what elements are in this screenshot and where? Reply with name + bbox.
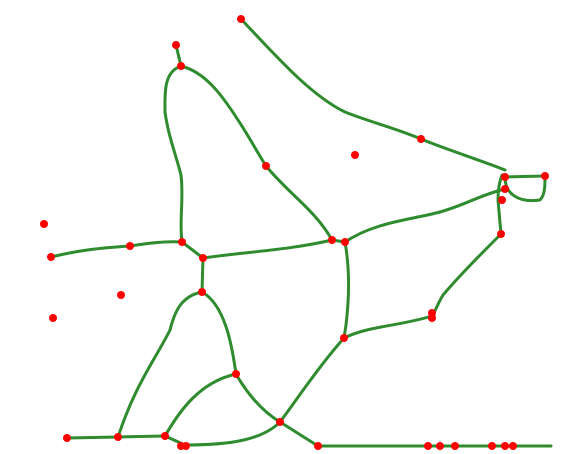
node-point <box>178 238 186 246</box>
node-point <box>126 242 134 250</box>
road-edge <box>200 256 205 294</box>
road-edge <box>342 314 434 340</box>
node-point <box>276 418 284 426</box>
road-edge <box>116 434 167 439</box>
edge-layer <box>49 17 553 448</box>
node-point <box>232 370 240 378</box>
node-point <box>351 151 359 159</box>
node-point <box>498 196 506 204</box>
road-edge <box>201 238 334 260</box>
road-edge <box>503 174 547 203</box>
road-edge <box>234 372 282 424</box>
node-point <box>63 434 71 442</box>
road-edge <box>179 64 334 242</box>
road-edge <box>49 240 184 259</box>
node-point <box>114 433 122 441</box>
node-point <box>328 236 336 244</box>
road-edge <box>163 372 238 438</box>
node-point <box>198 288 206 296</box>
node-point <box>424 442 432 450</box>
node-point <box>199 254 207 262</box>
road-edge <box>342 240 350 340</box>
node-point <box>451 442 459 450</box>
node-point <box>49 314 57 322</box>
node-point <box>117 291 125 299</box>
node-point <box>501 442 509 450</box>
road-edge <box>278 336 346 424</box>
node-point <box>497 230 505 238</box>
node-point <box>509 442 517 450</box>
road-edge <box>116 290 204 439</box>
road-edge <box>430 232 503 318</box>
road-edge <box>278 420 320 448</box>
node-point <box>341 238 349 246</box>
road-edge <box>239 17 507 172</box>
node-point <box>237 15 245 23</box>
node-point <box>172 41 180 49</box>
node-point <box>314 442 322 450</box>
road-edge <box>343 187 507 244</box>
node-point <box>501 185 509 193</box>
node-point <box>501 173 509 181</box>
road-edge <box>496 173 504 236</box>
road-edge <box>180 240 205 260</box>
node-layer <box>40 15 549 450</box>
road-edge <box>163 64 184 244</box>
road-edge <box>65 435 120 440</box>
road-edge <box>503 174 547 179</box>
road-edge <box>183 420 282 447</box>
node-point <box>262 162 270 170</box>
node-point <box>40 220 48 228</box>
node-point <box>161 432 169 440</box>
node-point <box>177 62 185 70</box>
node-point <box>436 442 444 450</box>
node-point <box>182 442 190 450</box>
road-edge <box>200 290 238 376</box>
node-point <box>47 253 55 261</box>
node-point <box>340 334 348 342</box>
node-point <box>417 135 425 143</box>
node-point <box>428 314 436 322</box>
node-point <box>541 172 549 180</box>
node-point <box>488 442 496 450</box>
